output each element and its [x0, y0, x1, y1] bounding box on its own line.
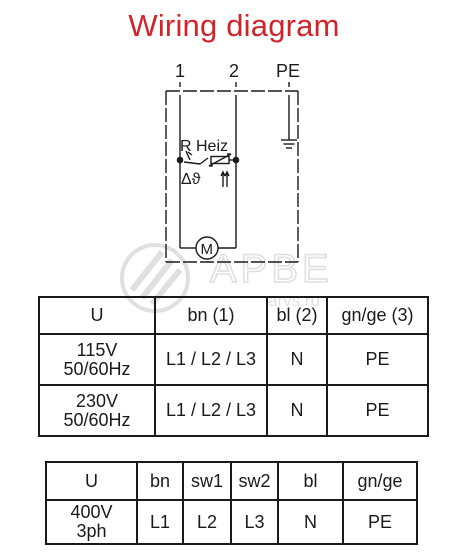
table-header-cell: bl (2) — [266, 296, 328, 335]
table-header-cell: U — [38, 296, 156, 335]
motor-icon: M — [195, 236, 219, 260]
watermark: APBE arvs.ru — [120, 243, 333, 313]
table-header-row: U bn (1) bl (2) gn/ge (3) — [38, 296, 429, 335]
bl-cell: N — [277, 499, 344, 545]
sw1-cell: L2 — [182, 499, 232, 545]
bl-cell: N — [266, 384, 328, 437]
wire-2 — [218, 82, 237, 249]
terminal-pe-label: PE — [276, 61, 300, 81]
thermal-switch — [176, 150, 240, 187]
delta-theta-label: Δϑ — [181, 171, 201, 188]
voltage-cell: 230V 50/60Hz — [38, 384, 156, 437]
gnge-cell: PE — [326, 384, 429, 437]
watermark-brand: APBE — [210, 247, 333, 291]
terminal-2-label: 2 — [229, 61, 239, 81]
wiring-table-three-phase: U bn sw1 sw2 bl gn/ge 400V 3ph L1 L2 L3 … — [45, 461, 418, 545]
terminal-1-label: 1 — [175, 61, 185, 81]
gnge-cell: PE — [342, 499, 418, 545]
table-header-cell: gn/ge — [342, 461, 418, 501]
bn-cell: L1 — [136, 499, 184, 545]
table-row: 400V 3ph L1 L2 L3 N PE — [45, 499, 418, 545]
gnge-cell: PE — [326, 333, 429, 386]
motor-symbol: M — [201, 241, 214, 258]
bl-cell: N — [266, 333, 328, 386]
heater-label: R Heiz — [180, 138, 228, 155]
table-header-cell: U — [45, 461, 138, 501]
table-row: 115V 50/60Hz L1 / L2 / L3 N PE — [38, 333, 429, 386]
housing-outline — [165, 90, 299, 263]
table-row: 230V 50/60Hz L1 / L2 / L3 N PE — [38, 384, 429, 437]
table-header-row: U bn sw1 sw2 bl gn/ge — [45, 461, 418, 501]
page-title: Wiring diagram — [128, 8, 340, 43]
wiring-table-single-phase: U bn (1) bl (2) gn/ge (3) 115V 50/60Hz L… — [38, 296, 429, 437]
voltage-cell: 400V 3ph — [45, 499, 138, 545]
sw2-cell: L3 — [230, 499, 279, 545]
bn-cell: L1 / L2 / L3 — [154, 333, 268, 386]
table-header-cell: bl — [277, 461, 344, 501]
table-header-cell: bn — [136, 461, 184, 501]
table-header-cell: sw2 — [230, 461, 279, 501]
table-header-cell: sw1 — [182, 461, 232, 501]
wire-1 — [179, 82, 196, 249]
voltage-cell: 115V 50/60Hz — [38, 333, 156, 386]
bn-cell: L1 / L2 / L3 — [154, 384, 268, 437]
table-header-cell: bn (1) — [154, 296, 268, 335]
ground-symbol — [281, 82, 297, 149]
table-header-cell: gn/ge (3) — [326, 296, 429, 335]
